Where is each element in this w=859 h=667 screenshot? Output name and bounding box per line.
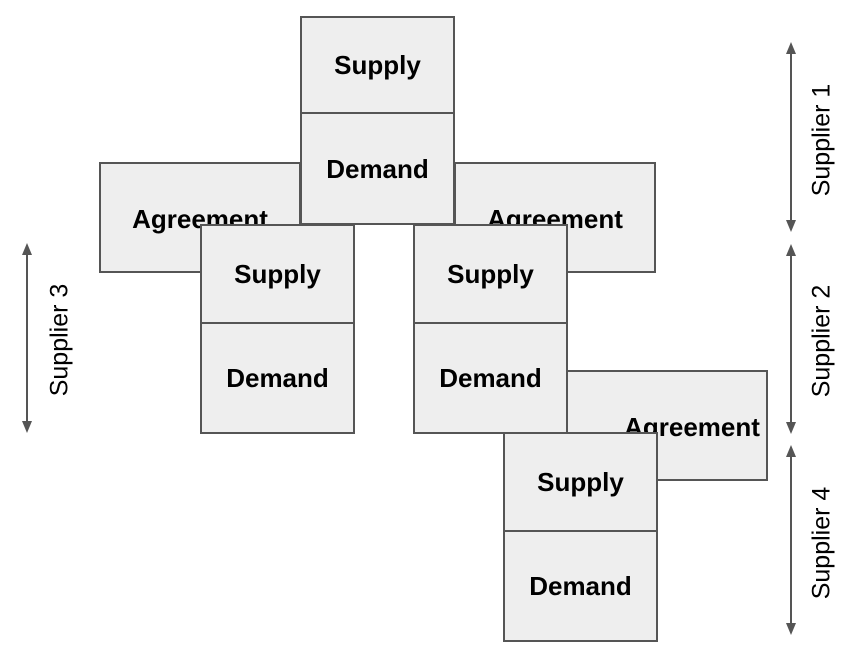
supplier-4-demand-box: Demand (503, 530, 658, 642)
supplier-1-range-arrow (781, 42, 801, 232)
supplier-4-range-arrow (781, 445, 801, 635)
supplier-4-supply-box: Supply (503, 432, 658, 532)
supplier-4-demand-label: Demand (529, 570, 632, 601)
supplier-1-supply-label: Supply (334, 49, 421, 80)
supplier-1-demand-label: Demand (326, 154, 429, 184)
supplier-2-label: Supplier 2 (807, 284, 836, 398)
supplier-4-supply-label: Supply (537, 466, 624, 497)
supplier-3-supply-label: Supply (234, 258, 321, 289)
supplier-2-range-arrow (781, 244, 801, 434)
supplier-3-range-arrow (17, 243, 37, 433)
supplier-1-supply-box: Supply (300, 16, 455, 114)
supplier-1-label: Supplier 1 (807, 83, 836, 197)
supplier-2-demand-label: Demand (439, 362, 542, 393)
supplier-4-label: Supplier 4 (807, 486, 836, 600)
supplier-3-supply-box: Supply (200, 224, 355, 324)
supplier-3-demand-label: Demand (226, 362, 329, 393)
supplier-3-label: Supplier 3 (45, 283, 74, 397)
supplier-3-demand-box: Demand (200, 322, 355, 434)
supplier-1-demand-box: Demand (300, 112, 455, 225)
supplier-2-supply-label: Supply (447, 258, 534, 289)
supplier-2-demand-box: Demand (413, 322, 568, 434)
supplier-2-supply-box: Supply (413, 224, 568, 324)
